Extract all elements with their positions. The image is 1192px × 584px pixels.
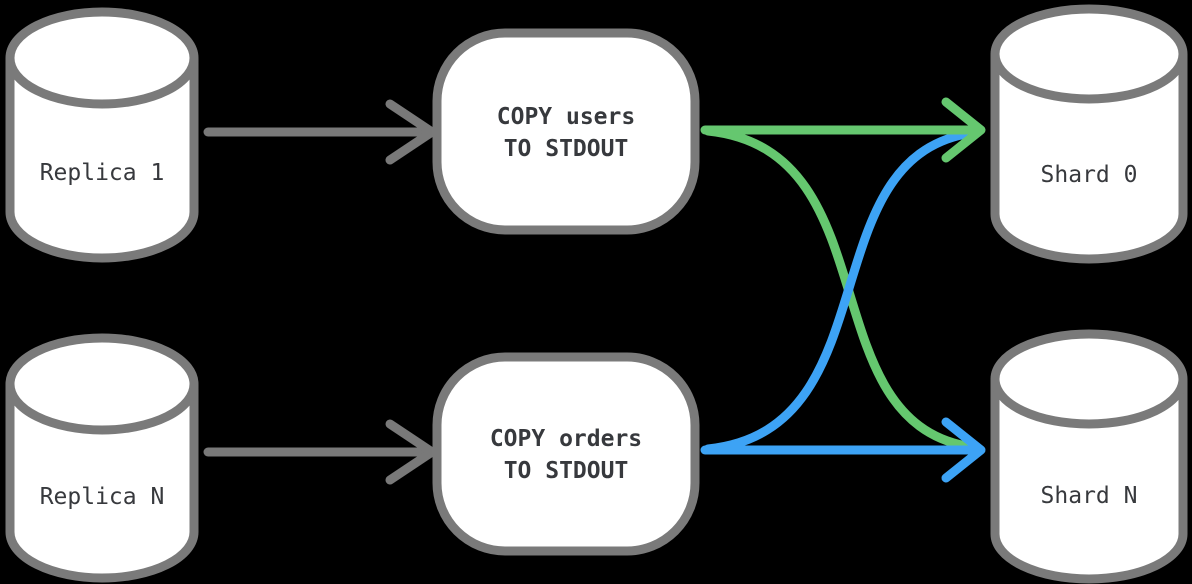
process-label-line1: COPY users	[497, 104, 635, 130]
node-copy-orders: COPY orders TO STDOUT	[432, 352, 700, 556]
node-shard-n: Shard N	[990, 329, 1188, 584]
arrowhead-icon	[941, 97, 986, 163]
process-box	[432, 352, 700, 556]
arrowhead-icon	[385, 419, 437, 485]
process-label-line1: COPY orders	[490, 426, 642, 452]
cylinder-top	[990, 329, 1188, 429]
arrowhead-icon	[385, 99, 437, 165]
edge-copy-orders-to-shard-n	[700, 417, 986, 483]
cylinder-body	[990, 54, 1188, 264]
cylinder-top	[5, 333, 199, 435]
edge-replica-n-to-copy-orders	[203, 419, 437, 485]
process-box	[432, 28, 700, 235]
cylinder-body	[5, 384, 199, 583]
cylinder-body	[5, 58, 199, 263]
arrowhead-icon	[941, 417, 986, 483]
cylinder-top	[5, 7, 199, 109]
process-label-line2: TO STDOUT	[504, 458, 629, 484]
cylinder-top	[990, 4, 1188, 104]
node-label: Replica N	[40, 484, 165, 510]
node-replica-1: Replica 1	[5, 7, 199, 263]
node-replica-n: Replica N	[5, 333, 199, 583]
node-label: Replica 1	[40, 160, 165, 186]
node-copy-users: COPY users TO STDOUT	[432, 28, 700, 235]
node-label: Shard 0	[1041, 162, 1138, 188]
node-label: Shard N	[1041, 483, 1138, 509]
edge-copy-users-to-shard-n-curve	[703, 126, 971, 451]
edge-copy-users-to-shard-0	[700, 97, 986, 163]
edge-copy-orders-to-shard-0-curve	[703, 129, 971, 454]
node-shard-0: Shard 0	[990, 4, 1188, 264]
edge-replica-1-to-copy-users	[203, 99, 437, 165]
cylinder-body	[990, 379, 1188, 584]
process-label-line2: TO STDOUT	[504, 136, 629, 162]
